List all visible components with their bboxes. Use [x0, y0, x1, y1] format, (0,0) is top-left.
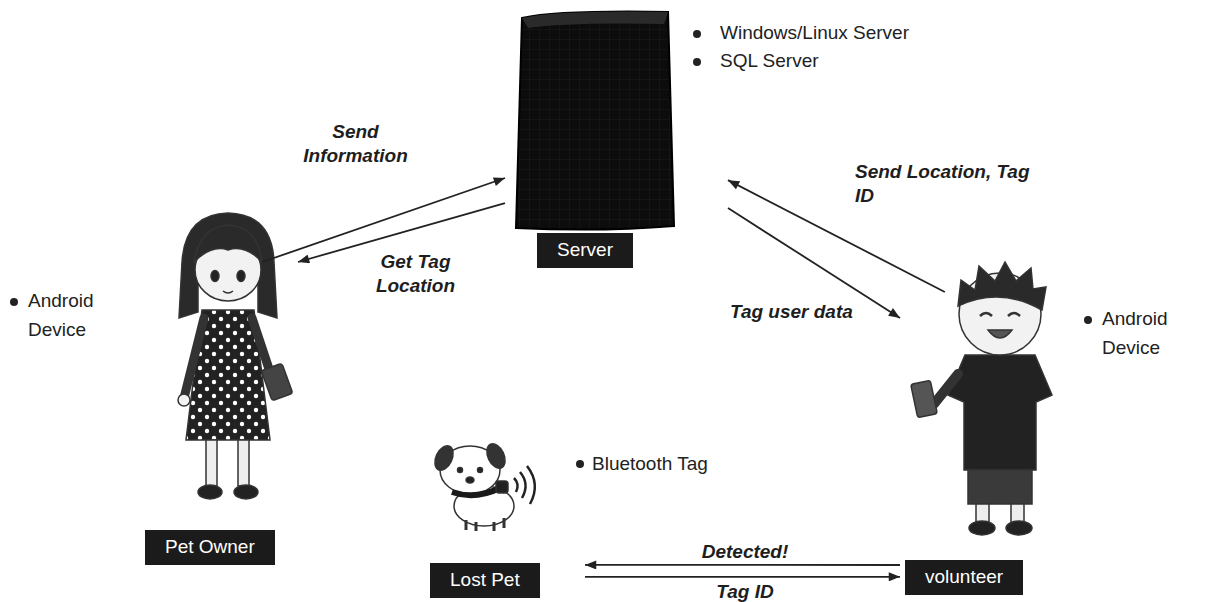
- message-arrow: [585, 576, 900, 578]
- lost-pet-figure: [458, 468, 463, 473]
- pet-owner-figure: [237, 271, 245, 282]
- bullet-dot: [576, 460, 584, 468]
- actor-group: volunteer: [900, 292, 1060, 597]
- message-label: Send Information: [288, 120, 423, 168]
- lost-pet-figure: [520, 472, 526, 498]
- lost-pet-figure: [431, 441, 535, 531]
- bullet-note: Android Device: [1102, 305, 1202, 362]
- volunteer-figure: [980, 313, 1020, 316]
- pet-owner-figure: [206, 440, 217, 486]
- actor-label: Server: [537, 233, 633, 268]
- volunteer-figure: [948, 355, 1052, 470]
- bullet-note: SQL Server: [720, 47, 980, 76]
- volunteer-figure: [934, 374, 958, 404]
- actor-group: Server: [505, 8, 728, 272]
- bullet-dot: [10, 298, 18, 306]
- lost-pet-figure: [496, 481, 508, 493]
- pet-owner-figure: [261, 363, 293, 401]
- pet-owner-figure: [178, 394, 190, 406]
- volunteer-figure: [1006, 521, 1032, 535]
- message-label: Tag user data: [730, 300, 900, 324]
- bullet-dot: [693, 30, 701, 38]
- bullet-note: Windows/Linux Server: [720, 19, 980, 48]
- lost-pet-figure: [514, 478, 518, 492]
- pet-owner-figure: [234, 485, 258, 499]
- message-label: Detected!: [665, 540, 825, 564]
- lost-pet-figure: [483, 441, 508, 471]
- actor-label: Pet Owner: [145, 530, 275, 565]
- volunteer-figure: [969, 521, 995, 535]
- pet-owner-figure: [223, 291, 233, 293]
- lost-pet-figure: [527, 466, 535, 504]
- actor-group: Lost Pet: [430, 440, 585, 600]
- volunteer-figure: [911, 380, 938, 417]
- pet-owner-figure: [198, 485, 222, 499]
- actor-label: Lost Pet: [430, 563, 540, 598]
- message-label: Tag ID: [665, 580, 825, 602]
- bullet-dot: [693, 58, 701, 66]
- server-tower: [516, 12, 674, 230]
- pet-owner-figure: [238, 440, 249, 486]
- lost-pet-figure: [466, 518, 504, 531]
- message-label: Send Location, Tag ID: [855, 160, 1030, 208]
- message-arrow: [585, 564, 900, 566]
- message-arrow: [728, 180, 945, 292]
- bullet-note: Android Device: [28, 287, 123, 344]
- server-tower: [522, 12, 668, 28]
- volunteer-figure: [911, 262, 1052, 535]
- pet-owner-figure: [178, 213, 293, 499]
- lost-pet-figure: [466, 477, 474, 483]
- pet-owner-figure: [194, 225, 262, 262]
- actor-group: Pet Owner: [145, 262, 315, 567]
- lost-pet-figure: [452, 488, 500, 495]
- bullet-note: Bluetooth Tag: [592, 450, 752, 479]
- bullet-dot: [1084, 316, 1092, 324]
- lost-pet-figure: [478, 468, 483, 473]
- message-arrow: [262, 178, 505, 262]
- pet-owner-figure: [179, 213, 277, 318]
- actor-label: volunteer: [905, 560, 1023, 595]
- server-tower: [516, 12, 674, 230]
- volunteer-figure: [968, 470, 1032, 504]
- pet-owner-figure: [184, 318, 204, 398]
- volunteer-figure: [988, 330, 1012, 338]
- pet-owner-figure: [211, 271, 219, 282]
- bullet-dot: [10, 30, 1092, 468]
- lost-pet-figure: [431, 443, 456, 473]
- message-label: Get Tag Location: [368, 250, 463, 298]
- volunteer-figure: [958, 262, 1046, 310]
